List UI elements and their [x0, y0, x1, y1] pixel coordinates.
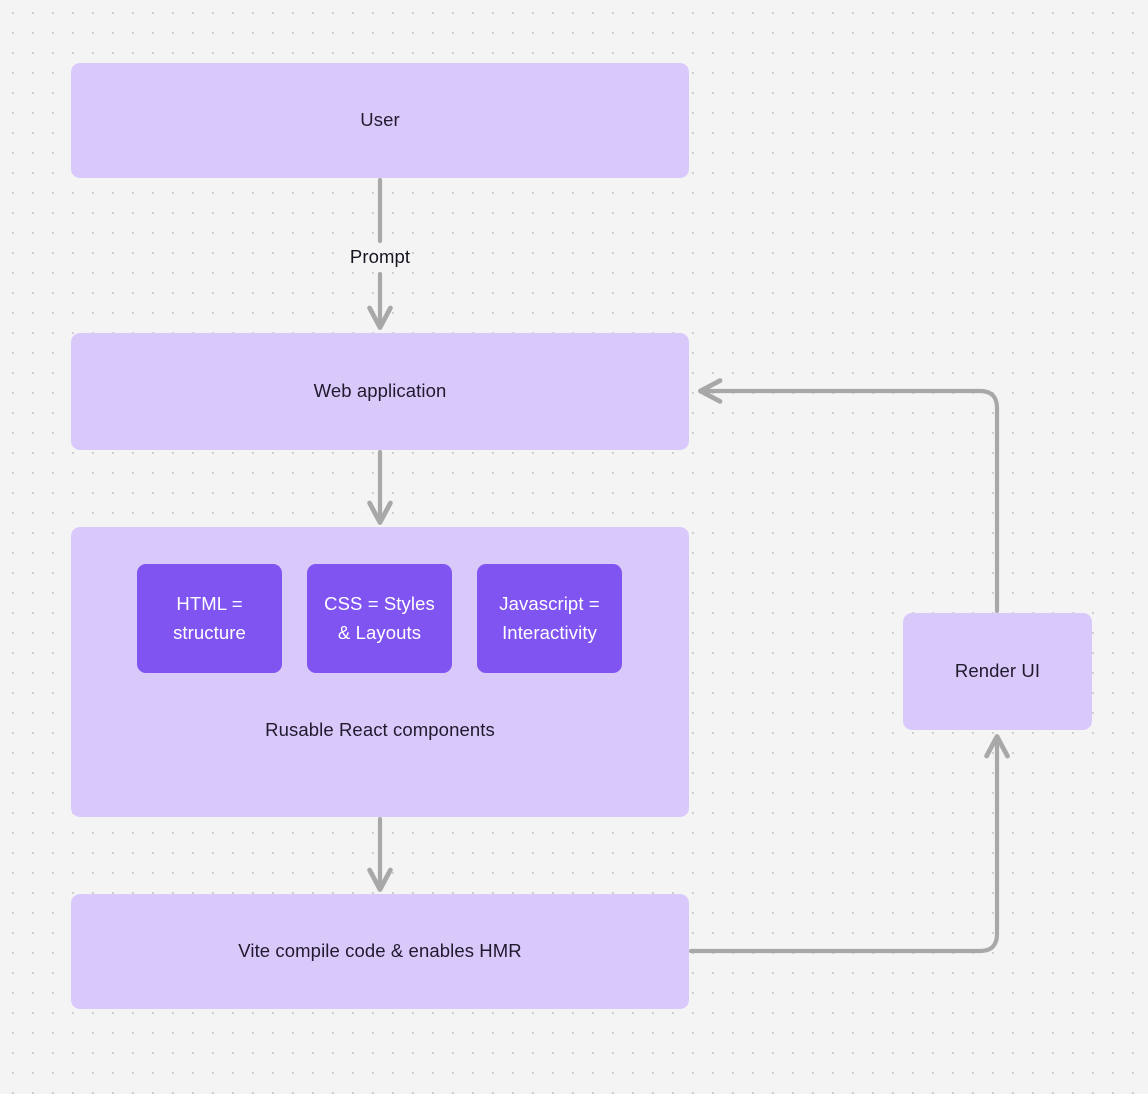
node-reusable-react-components-group[interactable]: HTML = structure CSS = Styles & Layouts …	[71, 527, 689, 817]
chip-javascript-label: Javascript = Interactivity	[499, 593, 600, 643]
node-reusable-react-components-caption: Rusable React components	[265, 719, 495, 740]
node-vite-compile-label: Vite compile code & enables HMR	[238, 940, 522, 962]
chip-css-label: CSS = Styles & Layouts	[324, 593, 435, 643]
node-render-ui[interactable]: Render UI	[903, 613, 1092, 730]
edge-vite-to-render	[688, 734, 1010, 954]
node-render-ui-label: Render UI	[954, 660, 1041, 682]
edge-render-to-webapp	[698, 378, 1000, 614]
chips-row: HTML = structure CSS = Styles & Layouts …	[71, 527, 689, 817]
chip-javascript[interactable]: Javascript = Interactivity	[477, 564, 622, 673]
node-user[interactable]: User	[71, 63, 689, 178]
edge-label-prompt: Prompt	[349, 246, 411, 267]
node-web-application[interactable]: Web application	[71, 333, 689, 450]
node-web-application-label: Web application	[313, 380, 447, 402]
node-user-label: User	[360, 109, 400, 131]
node-vite-compile[interactable]: Vite compile code & enables HMR	[71, 894, 689, 1009]
chip-html[interactable]: HTML = structure	[137, 564, 282, 673]
chip-css[interactable]: CSS = Styles & Layouts	[307, 564, 452, 673]
chip-html-label: HTML = structure	[173, 593, 246, 643]
